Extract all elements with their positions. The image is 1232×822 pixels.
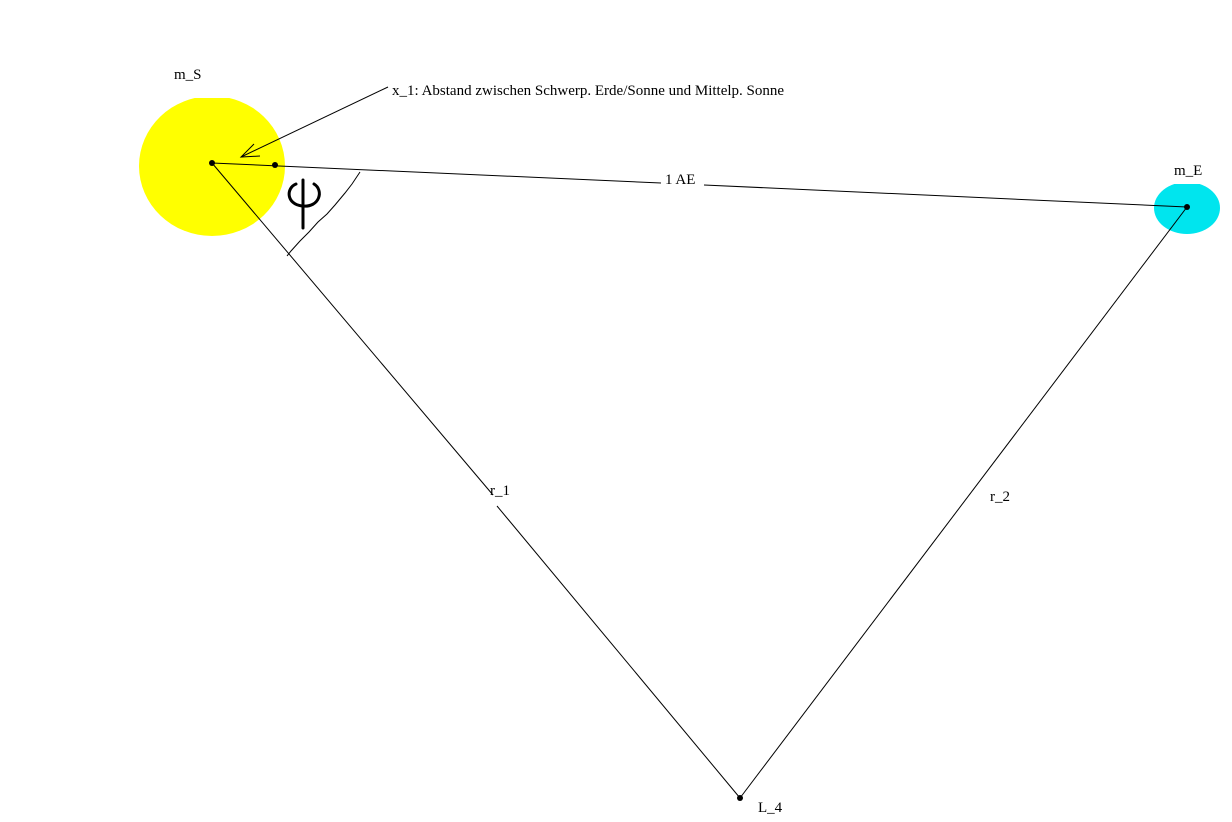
line-r1-lower	[496, 505, 741, 799]
line-r1-upper	[211, 162, 494, 496]
barycenter-point	[272, 162, 278, 168]
l4-point	[737, 795, 743, 801]
label-1ae: 1 AE	[665, 172, 695, 188]
sun-disc	[139, 98, 285, 236]
line-1ae-left	[211, 162, 662, 184]
label-sun-mass: m_S	[174, 67, 202, 83]
label-x1-note: x_1: Abstand zwischen Schwerp. Erde/Sonn…	[392, 83, 784, 99]
phi-symbol	[287, 178, 321, 230]
sun	[139, 98, 285, 236]
angle-arc	[286, 171, 361, 257]
x1-arrow-line	[240, 86, 389, 158]
label-earth-mass: m_E	[1174, 163, 1202, 179]
label-l4: L_4	[758, 800, 783, 816]
label-r2: r_2	[990, 489, 1010, 505]
line-1ae-right	[703, 184, 1188, 208]
sun-center-point	[209, 160, 215, 166]
label-r1: r_1	[490, 483, 510, 499]
x1-arrow-head	[239, 143, 261, 158]
line-r2	[739, 206, 1188, 799]
earth-center-point	[1184, 204, 1190, 210]
